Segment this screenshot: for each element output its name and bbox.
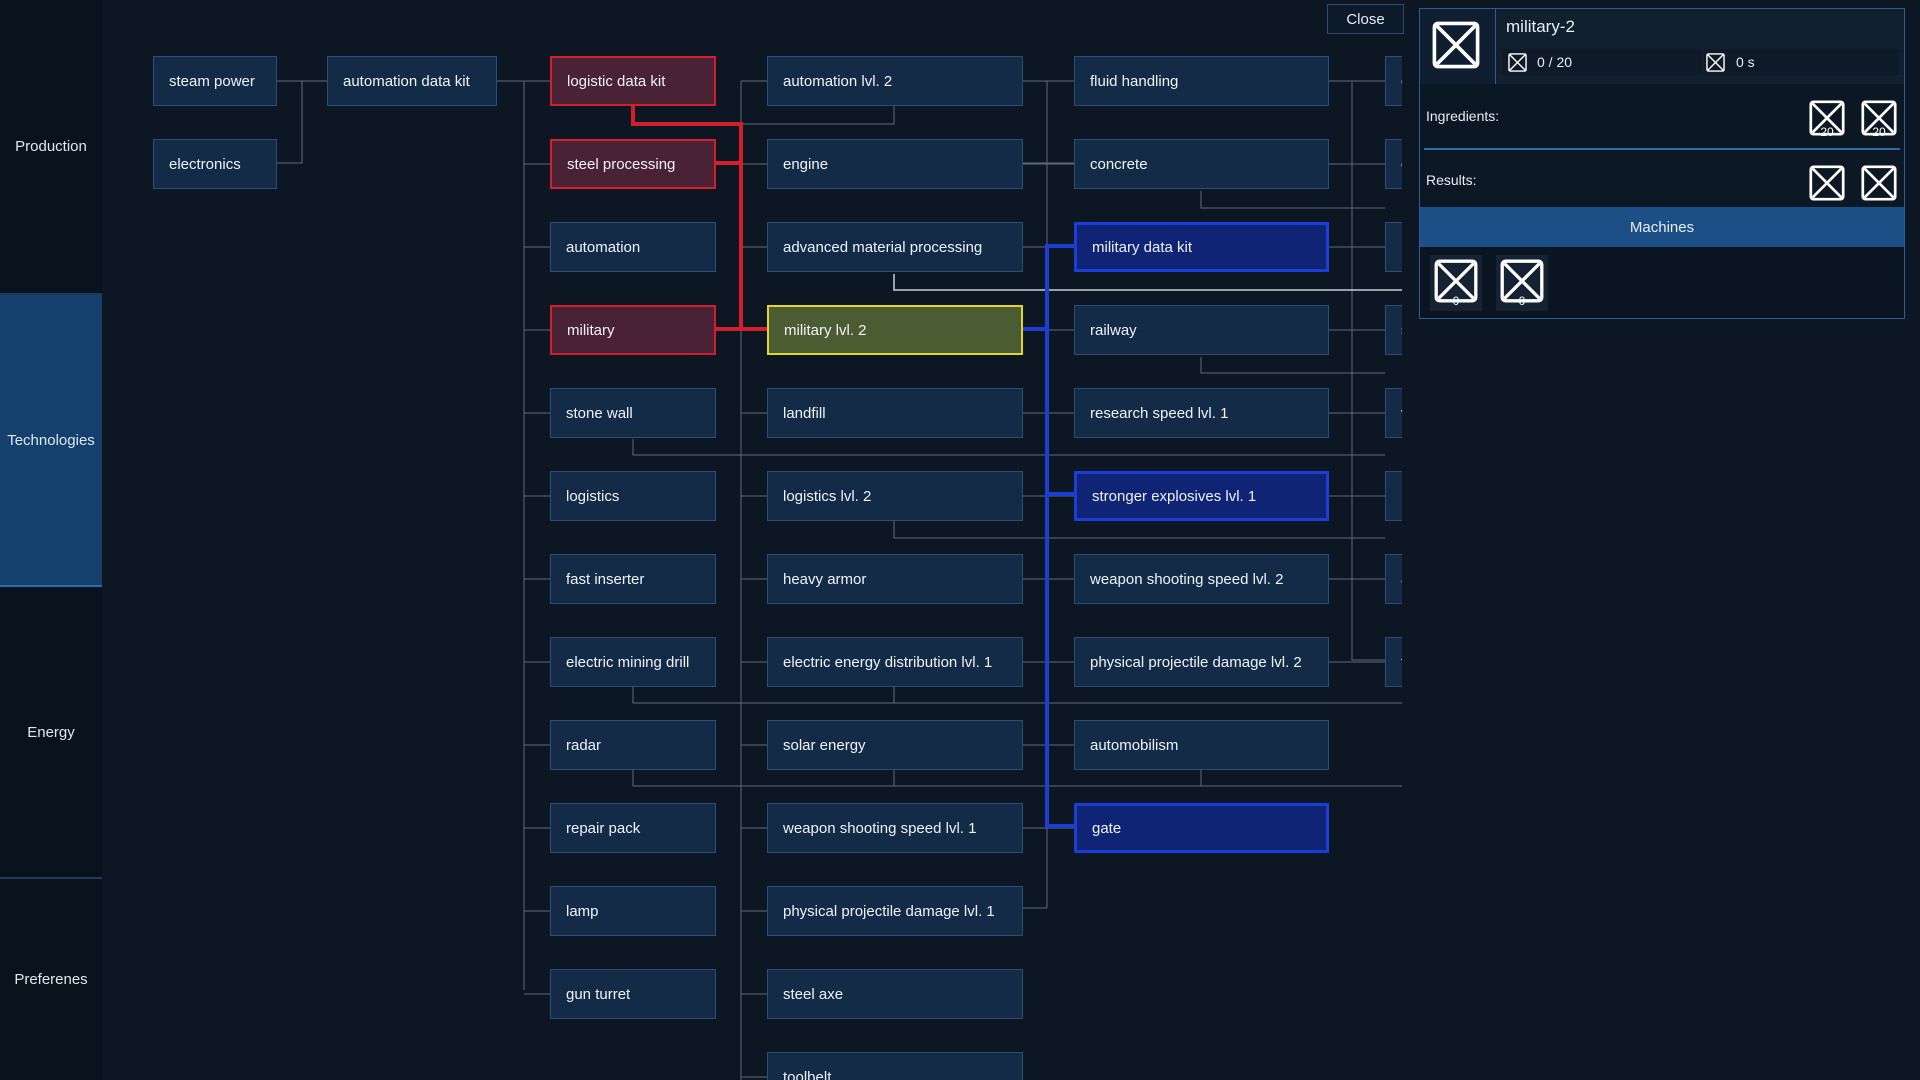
ingredients-row	[1420, 84, 1904, 155]
technology-tree: fapvsrccsteam powerelectronicsautomation…	[102, 0, 1402, 1080]
tech-node-steel-processing[interactable]: steel processing	[550, 139, 716, 189]
connector	[632, 439, 1385, 456]
progress-box	[1502, 49, 1702, 75]
tech-node-weapon-shooting-speed-lvl-1[interactable]: weapon shooting speed lvl. 1	[767, 803, 1023, 853]
tech-node-weapon-shooting-speed-lvl-2[interactable]: weapon shooting speed lvl. 2	[1074, 554, 1329, 604]
connector	[632, 769, 1402, 787]
tab-energy[interactable]: Energy	[0, 587, 102, 879]
tech-node-partial[interactable]: r	[1385, 222, 1402, 272]
tech-node-heavy-armor[interactable]: heavy armor	[767, 554, 1023, 604]
ingredient-icon[interactable]	[1861, 100, 1897, 136]
tech-node-physical-projectile-damage-lvl-1[interactable]: physical projectile damage lvl. 1	[767, 886, 1023, 936]
tech-node-railway[interactable]: railway	[1074, 305, 1329, 355]
tech-node-steel-axe[interactable]: steel axe	[767, 969, 1023, 1019]
connector	[1329, 80, 1385, 661]
tech-node-logistics-lvl-2[interactable]: logistics lvl. 2	[767, 471, 1023, 521]
tech-node-research-speed-lvl-1[interactable]: research speed lvl. 1	[1074, 388, 1329, 438]
connector	[1200, 357, 1385, 374]
result-icon[interactable]	[1861, 165, 1897, 201]
tab-preferences-label: Preferenes	[14, 971, 88, 988]
connector	[893, 274, 1402, 291]
connector	[632, 686, 1402, 704]
tab-technologies[interactable]: Technologies	[0, 295, 102, 587]
tech-node-military[interactable]: military	[550, 305, 716, 355]
tech-node-electric-mining-drill[interactable]: electric mining drill	[550, 637, 716, 687]
machines-header: Machines	[1420, 207, 1904, 247]
machine-count: 0	[1452, 294, 1460, 308]
tech-node-stronger-explosives-lvl-1[interactable]: stronger explosives lvl. 1	[1074, 471, 1329, 521]
results-label: Results:	[1426, 172, 1477, 188]
machine-icon	[1434, 259, 1478, 303]
time-icon	[1706, 53, 1725, 72]
tech-node-lamp[interactable]: lamp	[550, 886, 716, 936]
tech-node-automation-lvl-2[interactable]: automation lvl. 2	[767, 56, 1023, 106]
tech-node-toolbelt[interactable]: toolbelt	[767, 1052, 1023, 1080]
tech-node-landfill[interactable]: landfill	[767, 388, 1023, 438]
close-button[interactable]: Close	[1327, 4, 1404, 34]
tab-technologies-label: Technologies	[7, 431, 95, 449]
tech-node-partial[interactable]: v	[1385, 388, 1402, 438]
research-time: 0 s	[1736, 54, 1755, 70]
tech-node-solar-energy[interactable]: solar energy	[767, 720, 1023, 770]
technology-detail-panel: military-2 0 / 20 0 s Ingredients: 20 20…	[1419, 8, 1905, 319]
tab-preferences[interactable]: Preferenes	[0, 879, 102, 1080]
machines-label: Machines	[1629, 218, 1695, 236]
tab-production[interactable]: Production	[0, 0, 102, 295]
tech-node-military-lvl-2[interactable]: military lvl. 2	[767, 305, 1023, 355]
tech-node-partial[interactable]: c	[1385, 56, 1402, 106]
ingredients-label: Ingredients:	[1426, 108, 1500, 124]
tech-node-automobilism[interactable]: automobilism	[1074, 720, 1329, 770]
tech-node-physical-projectile-damage-lvl-2[interactable]: physical projectile damage lvl. 2	[1074, 637, 1329, 687]
connector	[893, 521, 1385, 539]
machine-count: 0	[1518, 294, 1526, 308]
progress-icon	[1508, 53, 1527, 72]
tech-node-electric-energy-distribution-lvl-1[interactable]: electric energy distribution lvl. 1	[767, 637, 1023, 687]
tech-node-automation[interactable]: automation	[550, 222, 716, 272]
tech-node-fluid-handling[interactable]: fluid handling	[1074, 56, 1329, 106]
section-divider	[1424, 148, 1900, 150]
ingredient-count: 20	[1872, 125, 1886, 139]
tech-node-concrete[interactable]: concrete	[1074, 139, 1329, 189]
ingredient-count: 20	[1820, 125, 1834, 139]
tech-node-partial[interactable]: p	[1385, 471, 1402, 521]
tech-node-advanced-material-processing[interactable]: advanced material processing	[767, 222, 1023, 272]
result-icon[interactable]	[1809, 165, 1845, 201]
tech-node-partial[interactable]: f	[1385, 637, 1402, 687]
prerequisite-connector	[631, 106, 743, 329]
connector	[277, 80, 303, 164]
tech-node-partial[interactable]: c	[1385, 139, 1402, 189]
connector	[633, 106, 895, 125]
tech-node-logistic-data-kit[interactable]: logistic data kit	[550, 56, 716, 106]
tech-node-gun-turret[interactable]: gun turret	[550, 969, 716, 1019]
tech-node-radar[interactable]: radar	[550, 720, 716, 770]
time-box	[1704, 49, 1899, 75]
tech-node-partial[interactable]: s	[1385, 305, 1402, 355]
tab-production-label: Production	[15, 138, 87, 155]
tech-node-repair-pack[interactable]: repair pack	[550, 803, 716, 853]
tech-node-gate[interactable]: gate	[1074, 803, 1329, 853]
machine-icon	[1500, 259, 1544, 303]
tech-node-steam-power[interactable]: steam power	[153, 56, 277, 106]
technology-placeholder-icon	[1432, 21, 1480, 69]
category-rail: Production Technologies Energy Preferene…	[0, 0, 102, 1080]
tech-node-fast-inserter[interactable]: fast inserter	[550, 554, 716, 604]
tech-node-partial[interactable]: a	[1385, 554, 1402, 604]
tech-node-automation-data-kit[interactable]: automation data kit	[327, 56, 497, 106]
unlock-connector	[1045, 244, 1074, 828]
tech-node-engine[interactable]: engine	[767, 139, 1023, 189]
connector	[1200, 191, 1385, 209]
ingredient-icon[interactable]	[1809, 100, 1845, 136]
research-progress: 0 / 20	[1537, 54, 1573, 70]
tab-energy-label: Energy	[27, 723, 75, 741]
tree-connectors	[277, 80, 1402, 1080]
technology-icon-frame	[1420, 9, 1496, 84]
technology-name: military-2	[1506, 17, 1575, 36]
connector	[497, 80, 525, 990]
tech-node-military-data-kit[interactable]: military data kit	[1074, 222, 1329, 272]
results-row	[1420, 152, 1904, 214]
tech-node-logistics[interactable]: logistics	[550, 471, 716, 521]
tech-node-stone-wall[interactable]: stone wall	[550, 388, 716, 438]
close-button-label: Close	[1346, 10, 1385, 28]
tech-node-electronics[interactable]: electronics	[153, 139, 277, 189]
